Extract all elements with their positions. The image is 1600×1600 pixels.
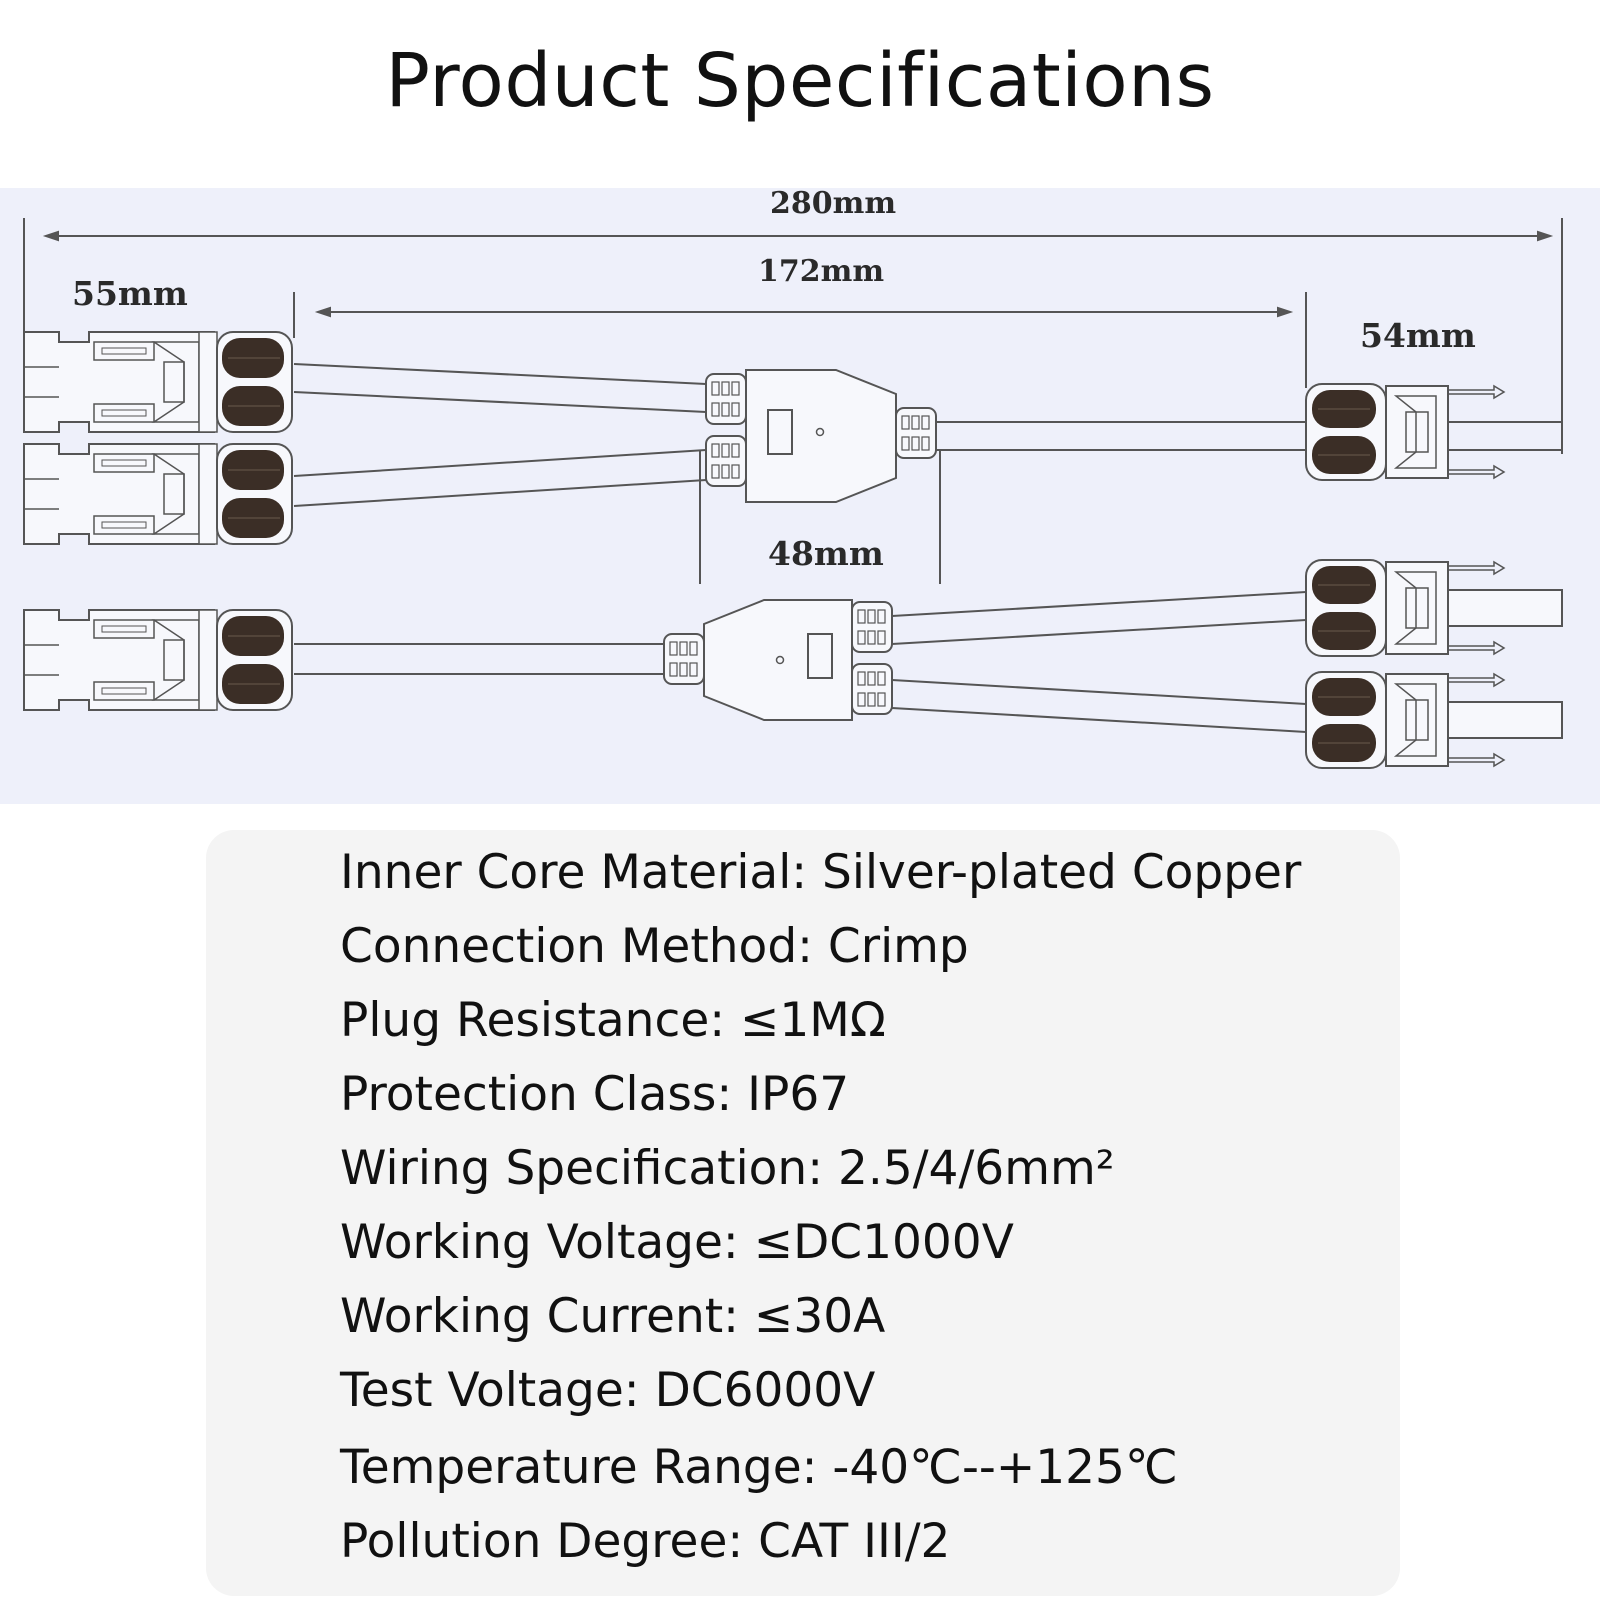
spec-working-current: Working Current: ≤30A (340, 1289, 886, 1344)
spec-working-voltage: Working Voltage: ≤DC1000V (340, 1215, 1014, 1270)
top-assembly (23, 331, 1562, 545)
spec-test-voltage: Test Voltage: DC6000V (340, 1363, 876, 1418)
spec-temperature-range: Temperature Range: -40℃--+125℃ (340, 1440, 1178, 1495)
spec-protection-class: Protection Class: IP67 (340, 1067, 850, 1122)
specifications-panel: Inner Core Material: Silver-plated Coppe… (206, 830, 1400, 1596)
connector-drawing (23, 218, 1563, 769)
dimension-branch-body-label: 48mm (768, 534, 884, 573)
dimension-overall-label: 280mm (770, 186, 897, 221)
dimension-cable-label: 172mm (758, 254, 885, 289)
dimension-lines (23, 218, 1563, 584)
spec-wiring-specification: Wiring Specification: 2.5/4/6mm² (340, 1141, 1115, 1196)
spec-plug-resistance: Plug Resistance: ≤1MΩ (340, 993, 886, 1048)
spec-inner-core-material: Inner Core Material: Silver-plated Coppe… (340, 845, 1302, 900)
dimension-right-connector-label: 54mm (1360, 316, 1476, 355)
spec-pollution-degree: Pollution Degree: CAT III/2 (340, 1514, 951, 1569)
connector-diagram: 280mm 172mm 55mm 54mm 48mm (0, 186, 1600, 804)
bottom-assembly (23, 559, 1563, 769)
page-title: Product Specifications (385, 38, 1215, 124)
spec-connection-method: Connection Method: Crimp (340, 919, 969, 974)
dimension-left-connector-label: 55mm (72, 274, 188, 313)
